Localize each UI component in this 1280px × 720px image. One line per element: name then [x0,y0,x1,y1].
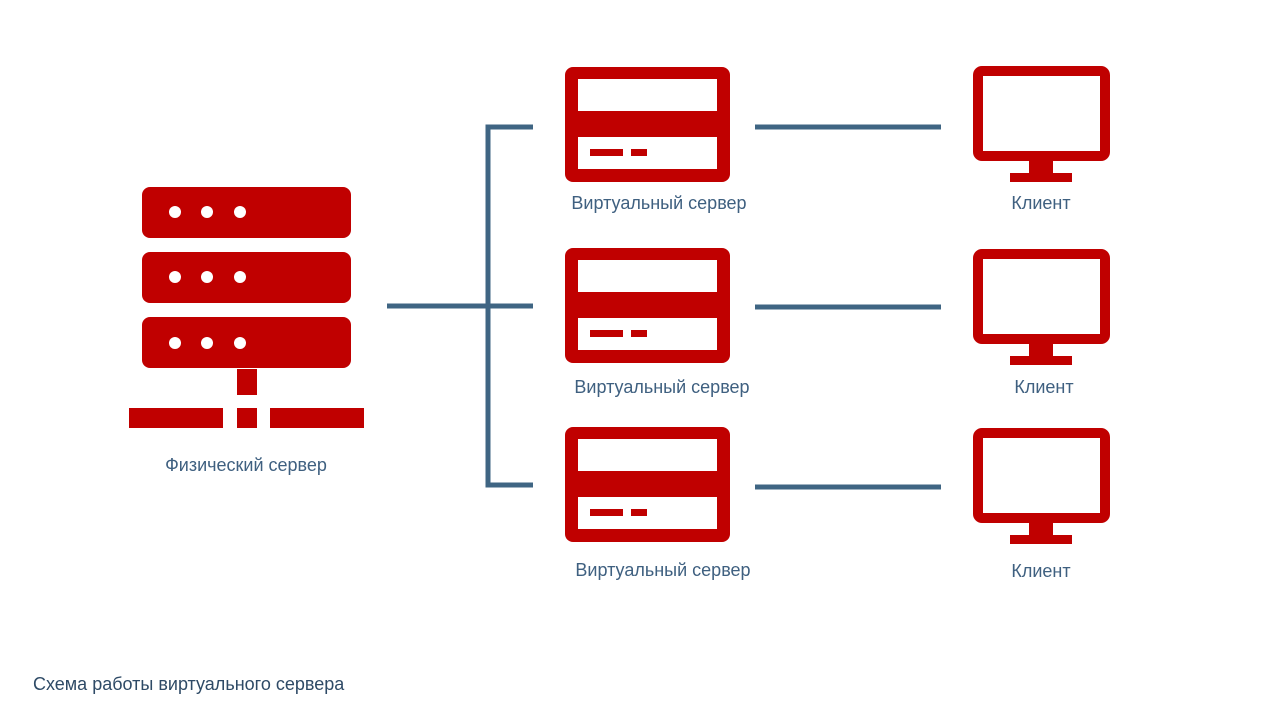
network-left-bar [129,408,223,428]
network-center-block [237,408,257,428]
server-unit-1 [142,187,351,238]
virtual-server-label: Виртуальный сервер [571,193,747,213]
server-unit-2 [142,252,351,303]
monitor-icon [973,428,1110,544]
virtual-server-icon [565,427,730,542]
monitor-icon [973,249,1110,365]
client-label: Клиент [1011,193,1071,213]
virtual-server-label: Виртуальный сервер [574,377,750,397]
connectors [387,124,941,490]
physical-server-rack-icon [129,187,364,428]
network-right-bar [270,408,364,428]
virtual-server-icon [565,67,730,182]
virtual-server-label: Виртуальный сервер [575,560,751,580]
diagram-caption: Схема работы виртуального сервера [33,674,345,694]
client-label: Клиент [1011,561,1071,581]
virtual-server-icon [565,248,730,363]
monitor-icon [973,66,1110,182]
physical-server-label: Физический сервер [165,455,327,475]
client-label: Клиент [1014,377,1074,397]
server-unit-3 [142,317,351,368]
network-stem [237,369,257,395]
connector-bus-bracket [485,124,533,488]
